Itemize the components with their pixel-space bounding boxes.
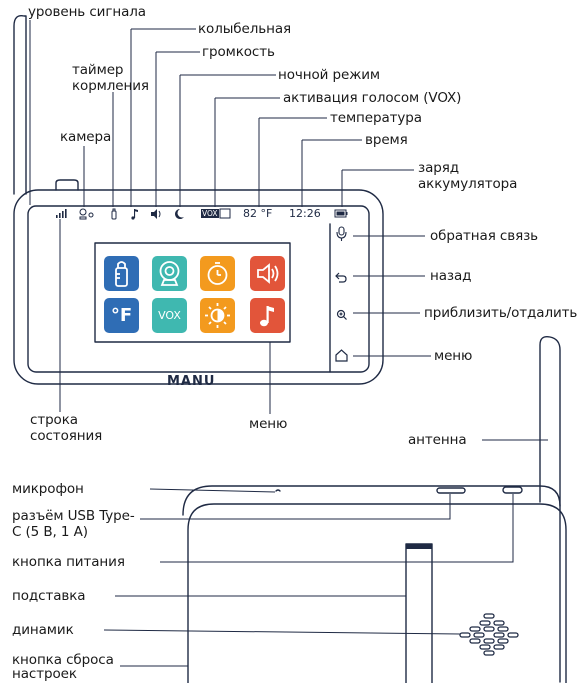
leader-lullaby <box>130 28 196 207</box>
tile-volume[interactable] <box>250 256 285 291</box>
vox-level-box <box>219 208 231 219</box>
tile-bottle[interactable] <box>104 256 139 291</box>
leader-usb <box>140 494 451 520</box>
vox-badge <box>201 209 219 218</box>
stand-top-bar <box>406 544 432 549</box>
label-lullaby: колыбельная <box>198 21 292 37</box>
label-menu-right: меню <box>434 348 473 364</box>
leader-night <box>179 74 276 207</box>
rear-antenna <box>539 335 561 683</box>
tile-brightness[interactable] <box>200 298 235 333</box>
usb-slot <box>436 487 466 494</box>
home-icon[interactable] <box>335 349 348 362</box>
power-button <box>502 486 523 494</box>
microphone-icon[interactable] <box>336 226 347 241</box>
tile-lullaby[interactable] <box>250 298 285 333</box>
leader-microphone <box>149 488 276 493</box>
camera-tile-icon <box>159 261 180 286</box>
label-speaker: динамик <box>12 622 74 638</box>
label-volume: громкость <box>202 44 275 60</box>
label-status-bar: строка состояния <box>30 412 103 444</box>
label-back: назад <box>430 268 472 284</box>
volume-tile-icon <box>257 263 279 284</box>
label-battery: заряд аккумулятора <box>418 160 518 192</box>
leader-temperature <box>258 117 327 207</box>
status-time: 12:26 <box>289 207 321 220</box>
label-signal-level: уровень сигнала <box>28 4 146 20</box>
tile-timer[interactable] <box>200 256 235 291</box>
label-temperature: температура <box>330 110 422 126</box>
tile-fahrenheit[interactable]: °F <box>104 298 139 333</box>
front-screen <box>27 205 370 373</box>
label-time: время <box>365 132 408 148</box>
front-top-bump <box>55 179 79 191</box>
label-menu-bottom: меню <box>249 416 288 432</box>
tile-camera[interactable] <box>152 256 187 291</box>
stand <box>405 543 433 683</box>
mic-hole <box>275 489 281 492</box>
leader-vox <box>214 97 280 207</box>
status-temperature: 82 °F <box>243 207 273 220</box>
leader-lines <box>29 20 548 667</box>
brand-logo: MANU <box>167 374 216 389</box>
fahrenheit-tile-label: °F <box>110 305 133 326</box>
label-usb: разъём USB Type-C (5 В, 1 А) <box>12 508 135 540</box>
rear-body-front <box>187 503 567 683</box>
lullaby-tile-icon <box>260 306 274 327</box>
label-camera: камера <box>60 129 112 145</box>
battery-icon <box>334 209 348 218</box>
zoom-icon[interactable] <box>336 309 347 320</box>
volume-icon <box>151 209 161 219</box>
label-talkback: обратная связь <box>430 228 539 244</box>
brightness-tile-icon <box>205 303 230 328</box>
signal-icon <box>56 209 67 218</box>
label-zoom: приблизить/отдалить <box>424 305 578 321</box>
speaker-grille <box>459 613 519 656</box>
label-feeding-timer: таймер кормления <box>72 62 149 94</box>
vox-tile-label: VOX <box>158 309 181 322</box>
label-antenna: антенна <box>408 432 467 448</box>
leader-time <box>301 139 362 207</box>
label-reset-button: кнопка сброса настроек <box>12 652 114 682</box>
camera-icon <box>79 208 94 220</box>
lullaby-note-icon <box>131 209 138 220</box>
timer-tile-icon <box>207 262 228 285</box>
label-power-button: кнопка питания <box>12 554 125 570</box>
label-microphone: микрофон <box>12 481 84 497</box>
menu-panel <box>94 242 291 343</box>
tile-vox[interactable]: VOX <box>152 298 187 333</box>
leader-power <box>160 494 514 563</box>
front-antenna <box>13 15 27 195</box>
front-body-outline <box>13 189 384 385</box>
night-moon-icon <box>175 209 184 219</box>
label-stand: подставка <box>12 588 86 604</box>
rear-body-back <box>182 485 561 516</box>
label-vox: активация голосом (VOX) <box>283 90 462 106</box>
back-arrow-icon[interactable] <box>335 272 347 283</box>
leader-speaker <box>103 629 461 635</box>
leader-volume <box>155 51 200 207</box>
leader-battery <box>341 169 414 207</box>
bottle-tile-icon <box>115 261 128 287</box>
label-night-mode: ночной режим <box>278 67 381 83</box>
feeding-bottle-icon <box>111 208 117 220</box>
status-vox-text: VOX <box>202 209 218 218</box>
